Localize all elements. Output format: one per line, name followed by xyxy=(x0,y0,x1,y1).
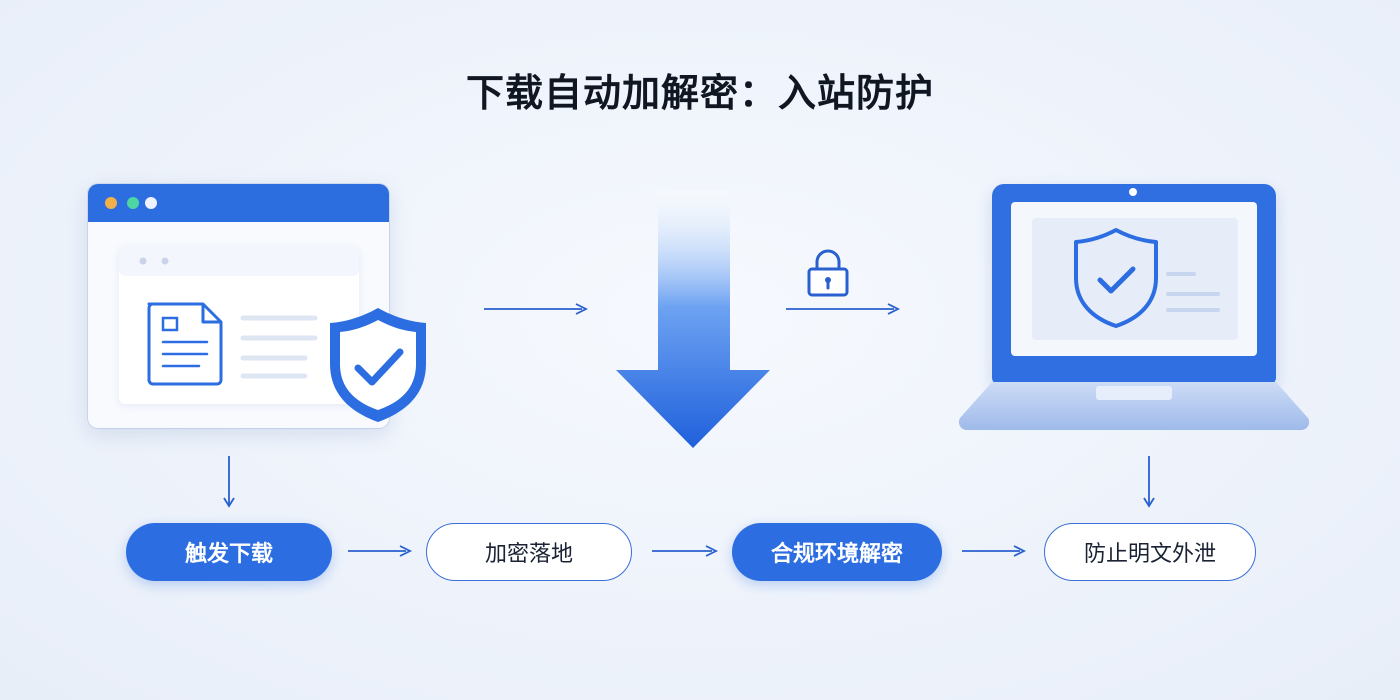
step-prevent-leak: 防止明文外泄 xyxy=(1044,523,1256,581)
browser-window-icon xyxy=(88,184,389,428)
down-arrow-right xyxy=(1143,456,1155,508)
document-icon xyxy=(147,302,223,386)
shield-check-icon xyxy=(330,308,426,422)
browser-content-graphics xyxy=(119,246,359,386)
flow-arrow-1 xyxy=(484,303,589,315)
download-arrow-icon xyxy=(616,190,770,448)
browser-dot-white xyxy=(145,197,157,209)
down-arrow-left xyxy=(223,456,235,508)
padlock-icon xyxy=(807,249,849,297)
laptop-text-lines xyxy=(1166,272,1220,312)
step-compliant-decrypt: 合规环境解密 xyxy=(732,523,942,581)
pill-arrow-1 xyxy=(348,545,413,557)
browser-content-card xyxy=(119,246,359,404)
pill-arrow-2 xyxy=(652,545,719,557)
laptop-camera xyxy=(1129,188,1137,196)
browser-dot-yellow xyxy=(105,197,117,209)
pill-arrow-3 xyxy=(962,545,1027,557)
step-encrypted-landing: 加密落地 xyxy=(426,523,632,581)
flow-arrow-2 xyxy=(786,303,901,315)
browser-dot-green xyxy=(127,197,139,209)
page-title: 下载自动加解密：入站防护 xyxy=(465,71,934,115)
step-trigger-download: 触发下载 xyxy=(126,523,332,581)
laptop-shield-icon xyxy=(1074,228,1158,328)
laptop-base xyxy=(958,382,1310,430)
